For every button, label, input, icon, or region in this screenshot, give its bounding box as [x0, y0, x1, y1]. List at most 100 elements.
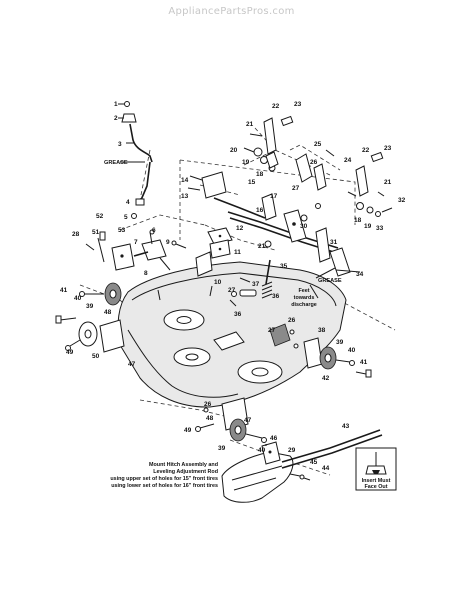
part-number: 36 [272, 293, 280, 300]
part-number: 26 [204, 401, 212, 408]
site-banner: AppliancePartsPros.com [0, 0, 463, 22]
left-linkage [85, 229, 171, 271]
part-number: 23 [294, 101, 302, 108]
center-brackets [171, 171, 266, 277]
part-number: 47 [244, 417, 252, 424]
left-rear-wheel [65, 319, 125, 353]
part-number: 41 [60, 287, 68, 294]
right-front-wheel [289, 329, 372, 378]
part-number: 34 [356, 271, 364, 278]
part-number: 10 [214, 279, 222, 286]
part-number: 21 [384, 179, 392, 186]
spring-rod [229, 259, 273, 307]
part-number: 33 [376, 225, 384, 232]
part-number: 52 [96, 213, 104, 220]
part-number: 9 [166, 239, 170, 246]
assembly-guide-lines [79, 127, 396, 476]
part-number: 5 [124, 214, 128, 221]
part-number: 18 [354, 217, 362, 224]
part-number: 44 [322, 465, 330, 472]
part-number: 13 [181, 193, 189, 200]
part-number: 12 [236, 225, 244, 232]
part-number: 35 [280, 263, 288, 270]
part-number: 28 [72, 231, 80, 238]
hitch-assembly [221, 429, 383, 503]
part-number: 40 [348, 347, 356, 354]
part-number: 17 [270, 193, 278, 200]
part-number: 41 [360, 359, 368, 366]
grease-callout-right: GREASE [318, 278, 342, 284]
part-number: 26 [310, 159, 318, 166]
part-number: 22 [362, 147, 370, 154]
rockshaft [227, 193, 361, 277]
part-number: 6 [152, 227, 156, 234]
part-number: 22 [272, 103, 280, 110]
part-number: 14 [181, 177, 189, 184]
part-number: 39 [86, 303, 94, 310]
mount-note-line1: Mount Hitch Assembly and [149, 462, 218, 468]
part-number: 51 [92, 229, 100, 236]
leader-lines [120, 103, 336, 446]
mount-note-line2: Leveling Adjustment Rod [153, 469, 218, 475]
feet-callout-line1: Feet [298, 288, 309, 294]
part-number: 8 [144, 270, 148, 277]
right-pivot-arm [295, 149, 393, 217]
left-front-wheel [55, 282, 122, 324]
part-number: 29 [288, 447, 296, 454]
part-number: 27 [228, 287, 236, 294]
part-number: 19 [242, 159, 250, 166]
part-number: 40 [258, 447, 266, 454]
part-number: 18 [256, 171, 264, 178]
grease-callout-left: GREASE [104, 160, 128, 166]
feet-callout-line3: discharge [291, 302, 316, 308]
part-number: 11 [234, 249, 241, 256]
part-number: 47 [128, 361, 136, 368]
part-number: 32 [398, 197, 406, 204]
part-number: 20 [230, 147, 238, 154]
lift-handle-assembly [118, 101, 153, 219]
part-number: 15 [248, 179, 256, 186]
part-number-labels: 1 2 3 4 5 6 7 8 9 10 11 12 13 14 15 16 1… [60, 101, 406, 472]
part-number: 27 [292, 185, 300, 192]
left-pivot-arm [243, 115, 294, 172]
rear-center-wheel [195, 397, 267, 443]
part-number: 26 [288, 317, 296, 324]
part-number: 48 [206, 415, 214, 422]
site-banner-text: AppliancePartsPros.com [168, 6, 295, 17]
part-number: 38 [318, 327, 326, 334]
insert-callout-line2: Face Out [364, 484, 387, 490]
part-number: 25 [314, 141, 322, 148]
part-number: 31 [330, 239, 338, 246]
part-number: 3 [118, 141, 122, 148]
part-number: 1 [114, 101, 118, 108]
part-number: 45 [310, 459, 318, 466]
part-number: 39 [218, 445, 226, 452]
part-number: 2 [114, 115, 118, 122]
part-number: 19 [364, 223, 372, 230]
insert-callout-line1: Insert Must [362, 478, 391, 484]
part-number: 7 [134, 239, 138, 246]
part-number: 27 [268, 327, 276, 334]
part-number: 49 [184, 427, 192, 434]
feet-callout-line2: towards [294, 295, 315, 301]
part-number: 21 [246, 121, 254, 128]
part-number: 24 [344, 157, 352, 164]
part-number: 48 [104, 309, 112, 316]
part-number: 37 [252, 281, 260, 288]
part-number: 36 [234, 311, 242, 318]
part-number: 53 [118, 227, 126, 234]
part-number: 49 [66, 349, 74, 356]
mower-deck [117, 261, 347, 408]
part-number: 16 [256, 207, 264, 214]
insert-detail-inset [355, 447, 397, 491]
part-number: 21 [258, 243, 266, 250]
part-number: 43 [342, 423, 350, 430]
mount-note-line4: using lower set of holes for 16" front t… [111, 483, 218, 489]
part-number: 39 [336, 339, 344, 346]
part-number: 46 [270, 435, 278, 442]
part-number: 50 [92, 353, 100, 360]
part-number: 23 [384, 145, 392, 152]
part-number: 4 [126, 199, 130, 206]
part-number: 40 [74, 295, 82, 302]
